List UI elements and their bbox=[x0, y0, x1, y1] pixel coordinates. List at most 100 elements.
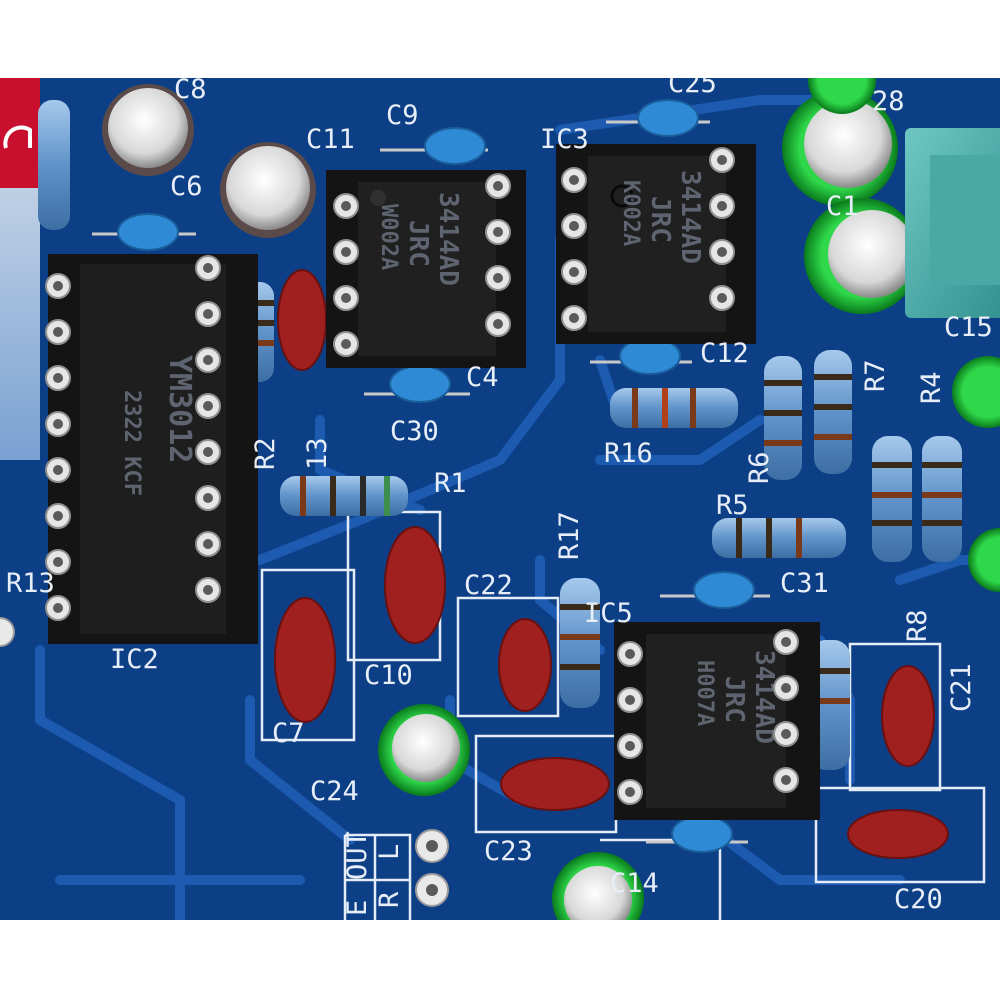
ic4-marking-line3: W002A bbox=[376, 204, 401, 270]
ic-pin-hole bbox=[569, 221, 579, 231]
ic3-marking-line1: 3414AD bbox=[675, 170, 705, 264]
ic-pin-hole bbox=[781, 683, 791, 693]
label-l: L bbox=[374, 844, 405, 860]
electrolytic-capacitors bbox=[102, 78, 1000, 920]
label-c23: C23 bbox=[484, 836, 533, 867]
ic-pin-hole bbox=[625, 649, 635, 659]
ic2-marking-line1: YM3012 bbox=[162, 355, 197, 463]
label-c25: C25 bbox=[668, 78, 717, 99]
ic-pin-hole bbox=[341, 247, 351, 257]
label-ic2: IC2 bbox=[110, 644, 159, 675]
label-c15: C15 bbox=[944, 312, 993, 343]
ic-pin-hole bbox=[717, 155, 727, 165]
label-r6: R6 bbox=[744, 451, 775, 484]
label-c1x: C1 bbox=[826, 191, 859, 222]
ic-pin-hole bbox=[493, 227, 503, 237]
pcb-illustration: YM3012 2322 KCF 3414AD JRC W002A 3414AD … bbox=[0, 78, 1000, 920]
label-r16: R16 bbox=[604, 438, 653, 469]
ic2-chip: YM3012 2322 KCF bbox=[48, 254, 258, 644]
ic4-marking-line2: JRC bbox=[403, 220, 433, 267]
label-out: OUT bbox=[342, 831, 373, 880]
teal-connector bbox=[905, 128, 1000, 318]
ic-pin-hole bbox=[203, 401, 213, 411]
ic-pin-hole bbox=[625, 695, 635, 705]
label-c9: C9 bbox=[386, 100, 419, 131]
label-c11: C11 bbox=[306, 124, 355, 155]
label-r: R bbox=[374, 891, 405, 908]
ic-pin-hole bbox=[781, 775, 791, 785]
label-c8: C8 bbox=[174, 78, 207, 105]
ic-pin-hole bbox=[493, 319, 503, 329]
label-r7: R7 bbox=[860, 359, 891, 392]
label-r1: R1 bbox=[434, 468, 467, 499]
label-c4: C4 bbox=[466, 362, 499, 393]
ic-pin-hole bbox=[203, 447, 213, 457]
ic-pin-hole bbox=[53, 603, 63, 613]
label-r4: R4 bbox=[916, 371, 947, 404]
corner-tab bbox=[0, 78, 40, 460]
ic-pin-hole bbox=[53, 557, 63, 567]
ic-pin-hole bbox=[53, 281, 63, 291]
label-c21: C21 bbox=[946, 663, 977, 712]
ic-pin-hole bbox=[781, 729, 791, 739]
silkscreen-labels: C8 C6 C11 C9 IC3 C25 28 C1 C15 R2 13 C4 … bbox=[6, 78, 993, 916]
ic-pin-hole bbox=[717, 247, 727, 257]
ic-pin-hole bbox=[53, 419, 63, 429]
ceramic-capacitors bbox=[92, 99, 770, 853]
ic-pin-hole bbox=[625, 787, 635, 797]
ic-pin-hole bbox=[493, 273, 503, 283]
label-c10: C10 bbox=[364, 660, 413, 691]
ic-pin-hole bbox=[569, 267, 579, 277]
ic-pin-hole bbox=[53, 465, 63, 475]
label-ic5: IC5 bbox=[584, 598, 633, 629]
ic-pin-hole bbox=[203, 309, 213, 319]
label-c31: C31 bbox=[780, 568, 829, 599]
label-c7: C7 bbox=[272, 718, 305, 749]
ic5-marking-line3: H007A bbox=[692, 660, 717, 726]
label-c12: C12 bbox=[700, 338, 749, 369]
label-r2: R2 bbox=[250, 437, 281, 470]
label-c30: C30 bbox=[390, 416, 439, 447]
label-e: E bbox=[342, 900, 373, 916]
ic-pin-hole bbox=[203, 539, 213, 549]
ic-pin-hole bbox=[341, 201, 351, 211]
ic-pin-hole bbox=[717, 201, 727, 211]
label-r13: R13 bbox=[6, 568, 55, 599]
ic-pin-hole bbox=[625, 741, 635, 751]
ic-pin-hole bbox=[341, 293, 351, 303]
ic3-marking-line3: K002A bbox=[618, 180, 643, 246]
resistors bbox=[38, 100, 962, 770]
ic-pin-hole bbox=[203, 585, 213, 595]
red-film-capacitors bbox=[274, 269, 949, 859]
ic-pin-hole bbox=[53, 373, 63, 383]
label-ic3: IC3 bbox=[540, 124, 589, 155]
ic-pin-hole bbox=[203, 263, 213, 273]
ic-pins bbox=[45, 147, 799, 805]
ic-pin-hole bbox=[569, 313, 579, 323]
label-r5: R5 bbox=[716, 490, 749, 521]
label-c14: C14 bbox=[610, 868, 659, 899]
label-c28: 28 bbox=[872, 86, 905, 117]
header-pads bbox=[0, 617, 449, 907]
ic3-marking-line2: JRC bbox=[645, 196, 675, 243]
label-c6: C6 bbox=[170, 171, 203, 202]
label-c20: C20 bbox=[894, 884, 943, 915]
ic-pin-hole bbox=[203, 493, 213, 503]
ic5-marking-line2: JRC bbox=[719, 676, 749, 723]
ic-pin-hole bbox=[53, 327, 63, 337]
ic4-marking-line1: 3414AD bbox=[433, 192, 463, 286]
ic2-marking-line2: 2322 KCF bbox=[119, 390, 144, 496]
label-c22: C22 bbox=[464, 570, 513, 601]
ic5-marking-line1: 3414AD bbox=[749, 650, 779, 744]
ic-pin-hole bbox=[53, 511, 63, 521]
ic-pin-hole bbox=[781, 637, 791, 647]
ic-pin-hole bbox=[717, 293, 727, 303]
label-r17: R17 bbox=[554, 511, 585, 560]
ic5-chip: 3414AD JRC H007A bbox=[614, 622, 820, 820]
ic-pin-hole bbox=[341, 339, 351, 349]
circuit-board-photo: YM3012 2322 KCF 3414AD JRC W002A 3414AD … bbox=[0, 78, 1000, 920]
label-c24: C24 bbox=[310, 776, 359, 807]
label-r8: R8 bbox=[902, 609, 933, 642]
ic-pin-hole bbox=[493, 181, 503, 191]
